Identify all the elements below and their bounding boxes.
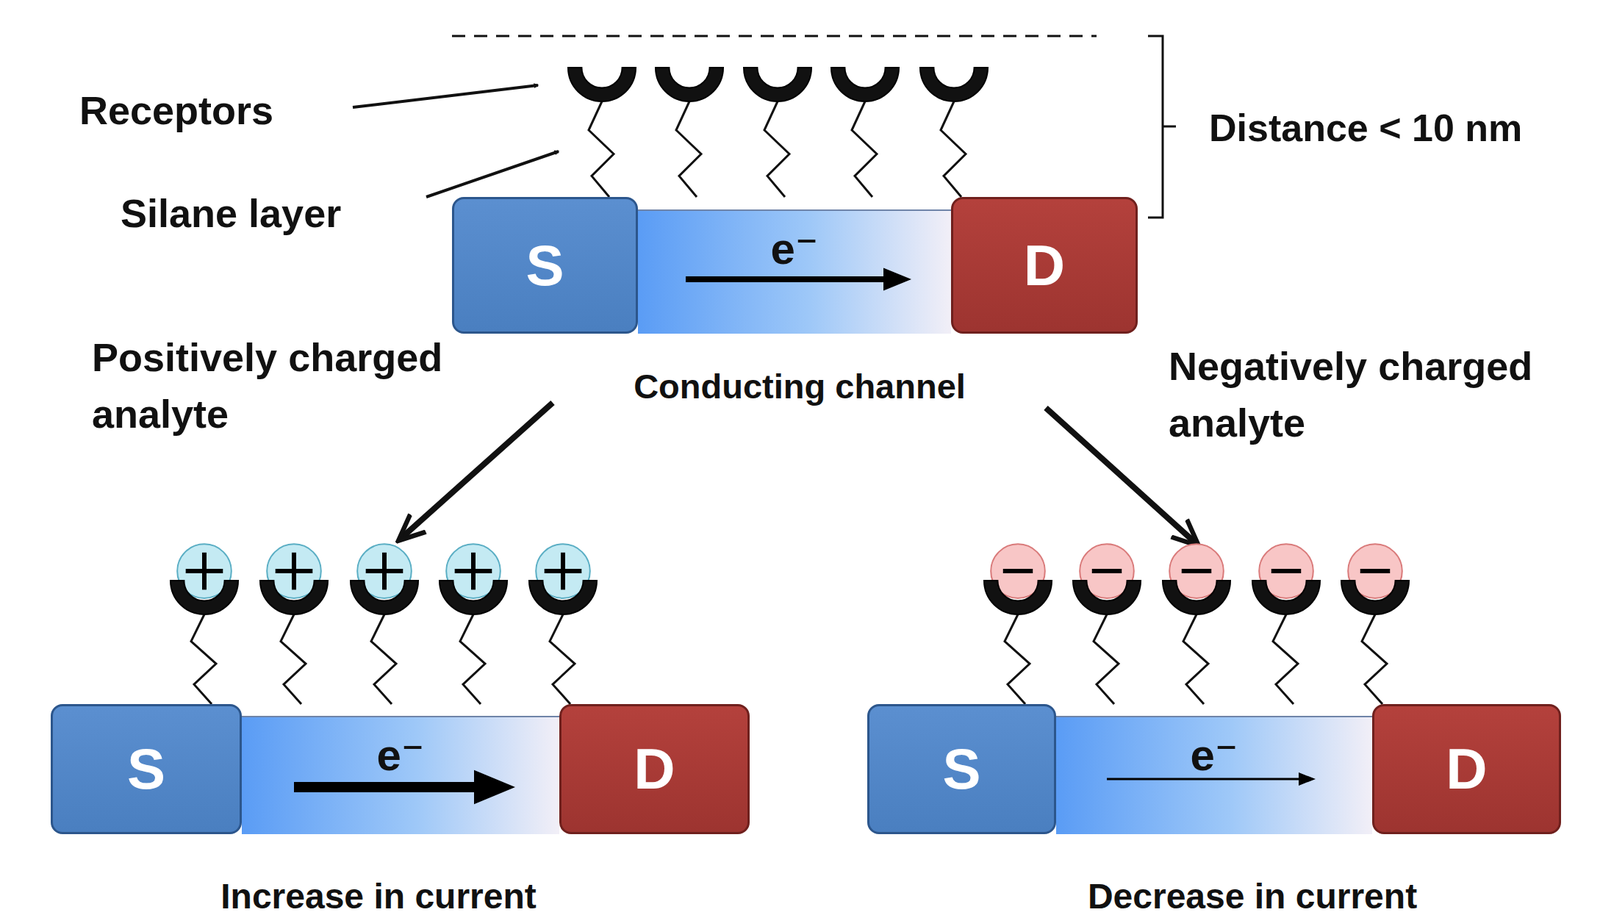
leader-lines <box>352 85 1197 544</box>
distance-bracket <box>1148 36 1176 218</box>
drain-terminal: D <box>951 196 1138 334</box>
electron-label: e⁻ <box>637 227 952 272</box>
terminal-label: S <box>942 735 981 803</box>
drain-terminal: D <box>1372 704 1562 835</box>
conducting-channel: e⁻ <box>1056 715 1373 835</box>
conducting-channel: e⁻ <box>241 715 560 835</box>
annotation-label: Increase in current <box>158 871 599 915</box>
source-terminal: S <box>867 704 1057 835</box>
conducting-channel: e⁻ <box>637 209 952 334</box>
annotation-label: Conducting channel <box>575 362 1024 412</box>
electron-label: e⁻ <box>241 733 560 778</box>
annotation-label: Receptors <box>79 82 274 139</box>
terminal-label: D <box>1023 232 1065 300</box>
source-terminal: S <box>50 704 242 835</box>
terminal-label: D <box>1445 735 1487 803</box>
distance-line <box>451 35 1097 38</box>
terminal-label: D <box>633 735 675 803</box>
annotation-label: Decrease in current <box>1031 871 1473 915</box>
terminal-label: S <box>127 735 166 803</box>
annotation-label: Silane layer <box>120 185 342 242</box>
electron-label: e⁻ <box>1056 733 1373 778</box>
annotation-label: Negatively charged analyte <box>1168 338 1566 451</box>
annotation-label: Distance < 10 nm <box>1209 101 1523 156</box>
source-terminal: S <box>451 196 638 334</box>
annotation-label: Positively charged analyte <box>91 329 548 442</box>
drain-terminal: D <box>559 704 750 835</box>
terminal-label: S <box>525 232 564 300</box>
